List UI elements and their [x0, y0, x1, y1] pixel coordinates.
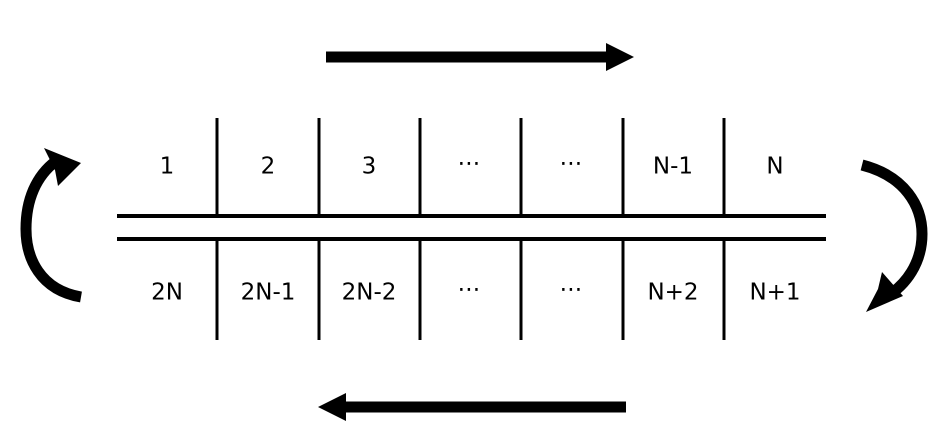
- top-row-dividers: [215, 118, 726, 217]
- bottom-cell-1: 2N-1: [241, 280, 296, 306]
- top-cell-6: N: [766, 154, 783, 180]
- bottom-row-dividers: [215, 238, 726, 340]
- top-cell-3: ⋯: [458, 151, 483, 177]
- bottom-cell-0: 2N: [151, 280, 183, 306]
- arrow-left-icon: [318, 393, 626, 421]
- bottom-row-labels: 2N 2N-1 2N-2 ⋯ ⋯ N+2 N+1: [151, 277, 800, 306]
- center-rails: [117, 214, 826, 241]
- bottom-cell-2: 2N-2: [342, 280, 397, 306]
- top-cell-5: N-1: [653, 154, 693, 180]
- top-cell-1: 2: [261, 154, 276, 180]
- top-cell-4: ⋯: [560, 151, 585, 177]
- curved-arrow-up-icon: [20, 148, 83, 303]
- bottom-cell-5: N+2: [647, 280, 698, 306]
- top-row-labels: 1 2 3 ⋯ ⋯ N-1 N: [160, 151, 784, 180]
- top-cell-2: 3: [362, 154, 377, 180]
- bottom-cell-4: ⋯: [560, 277, 585, 303]
- top-cell-0: 1: [160, 154, 175, 180]
- bottom-cell-3: ⋯: [458, 277, 483, 303]
- curved-arrow-down-icon: [860, 159, 928, 312]
- arrow-right-icon: [326, 43, 634, 71]
- bottom-cell-6: N+1: [749, 280, 800, 306]
